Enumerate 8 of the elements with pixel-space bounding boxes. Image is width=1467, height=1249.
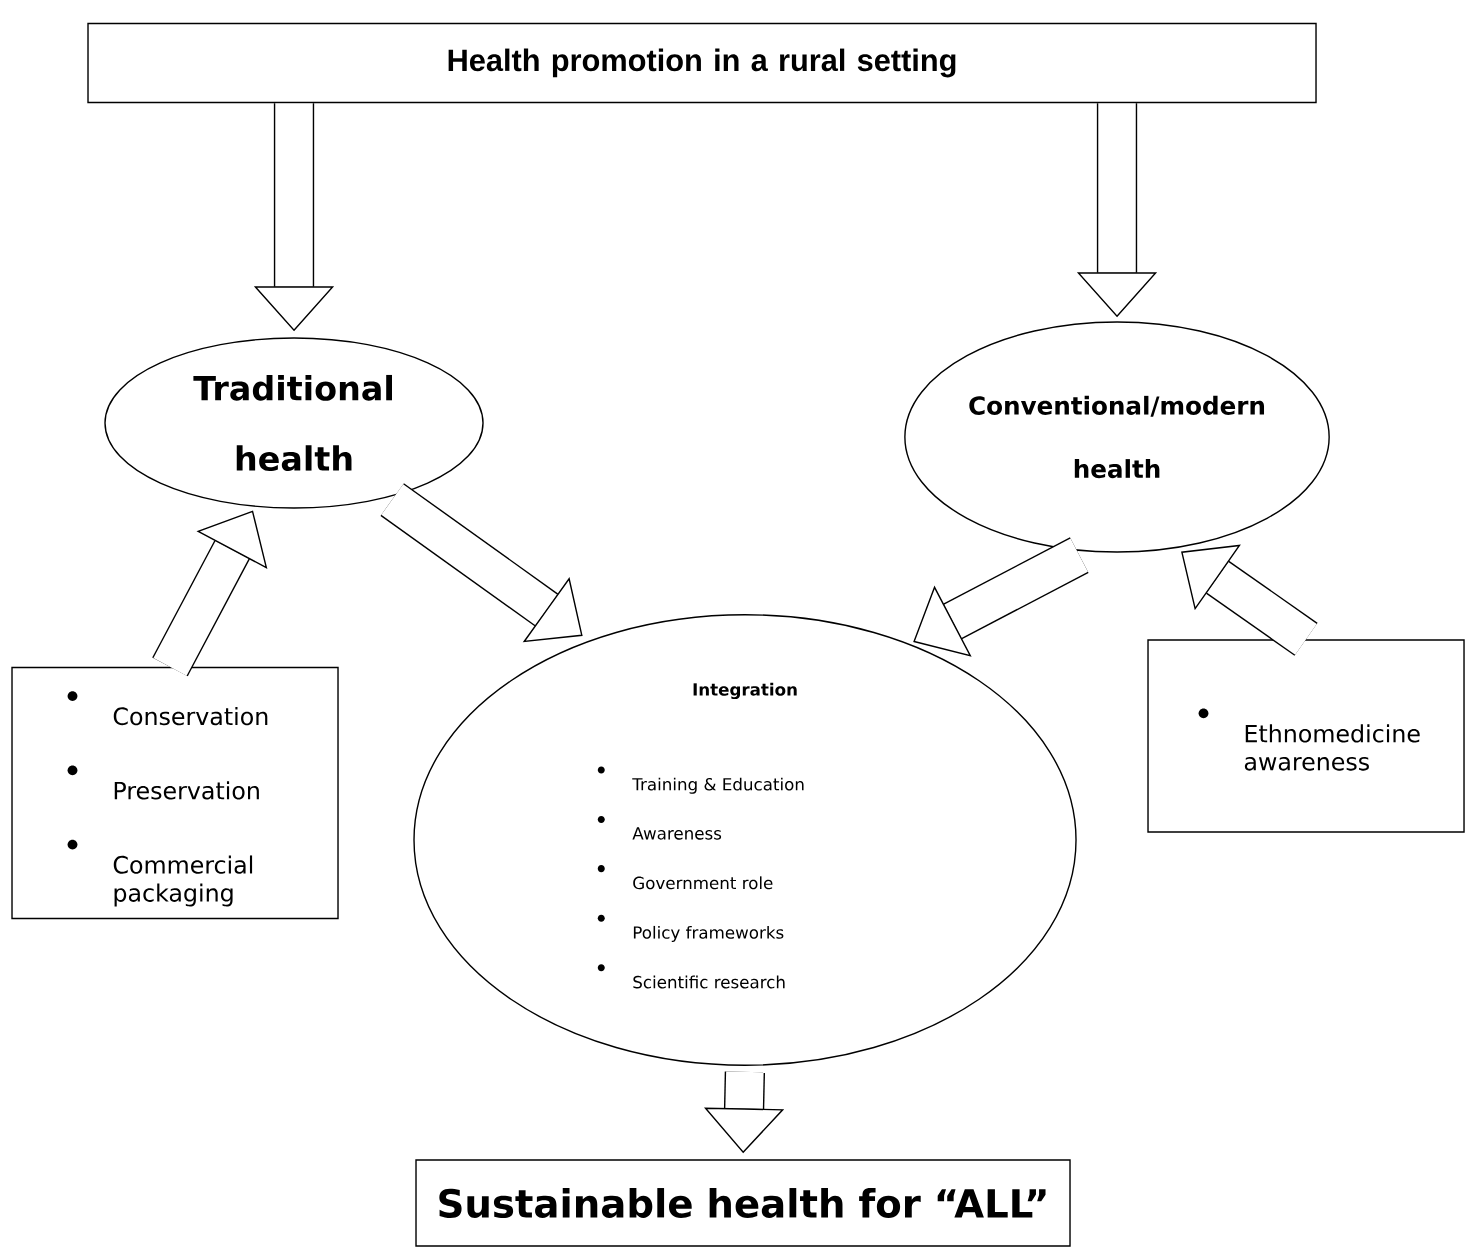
block-arrow — [152, 510, 268, 677]
bullet-list-box: Ethnomedicine awareness — [1147, 639, 1465, 833]
block-arrow — [1181, 544, 1318, 656]
block-arrow — [913, 537, 1089, 657]
title-box: Health promotion in a rural setting — [87, 22, 1317, 104]
title-box: Sustainable health for “ALL” — [415, 1159, 1071, 1247]
block-arrow — [380, 483, 583, 643]
bullet-list-box: Conservation Preservation Commercial packaging — [11, 666, 339, 920]
